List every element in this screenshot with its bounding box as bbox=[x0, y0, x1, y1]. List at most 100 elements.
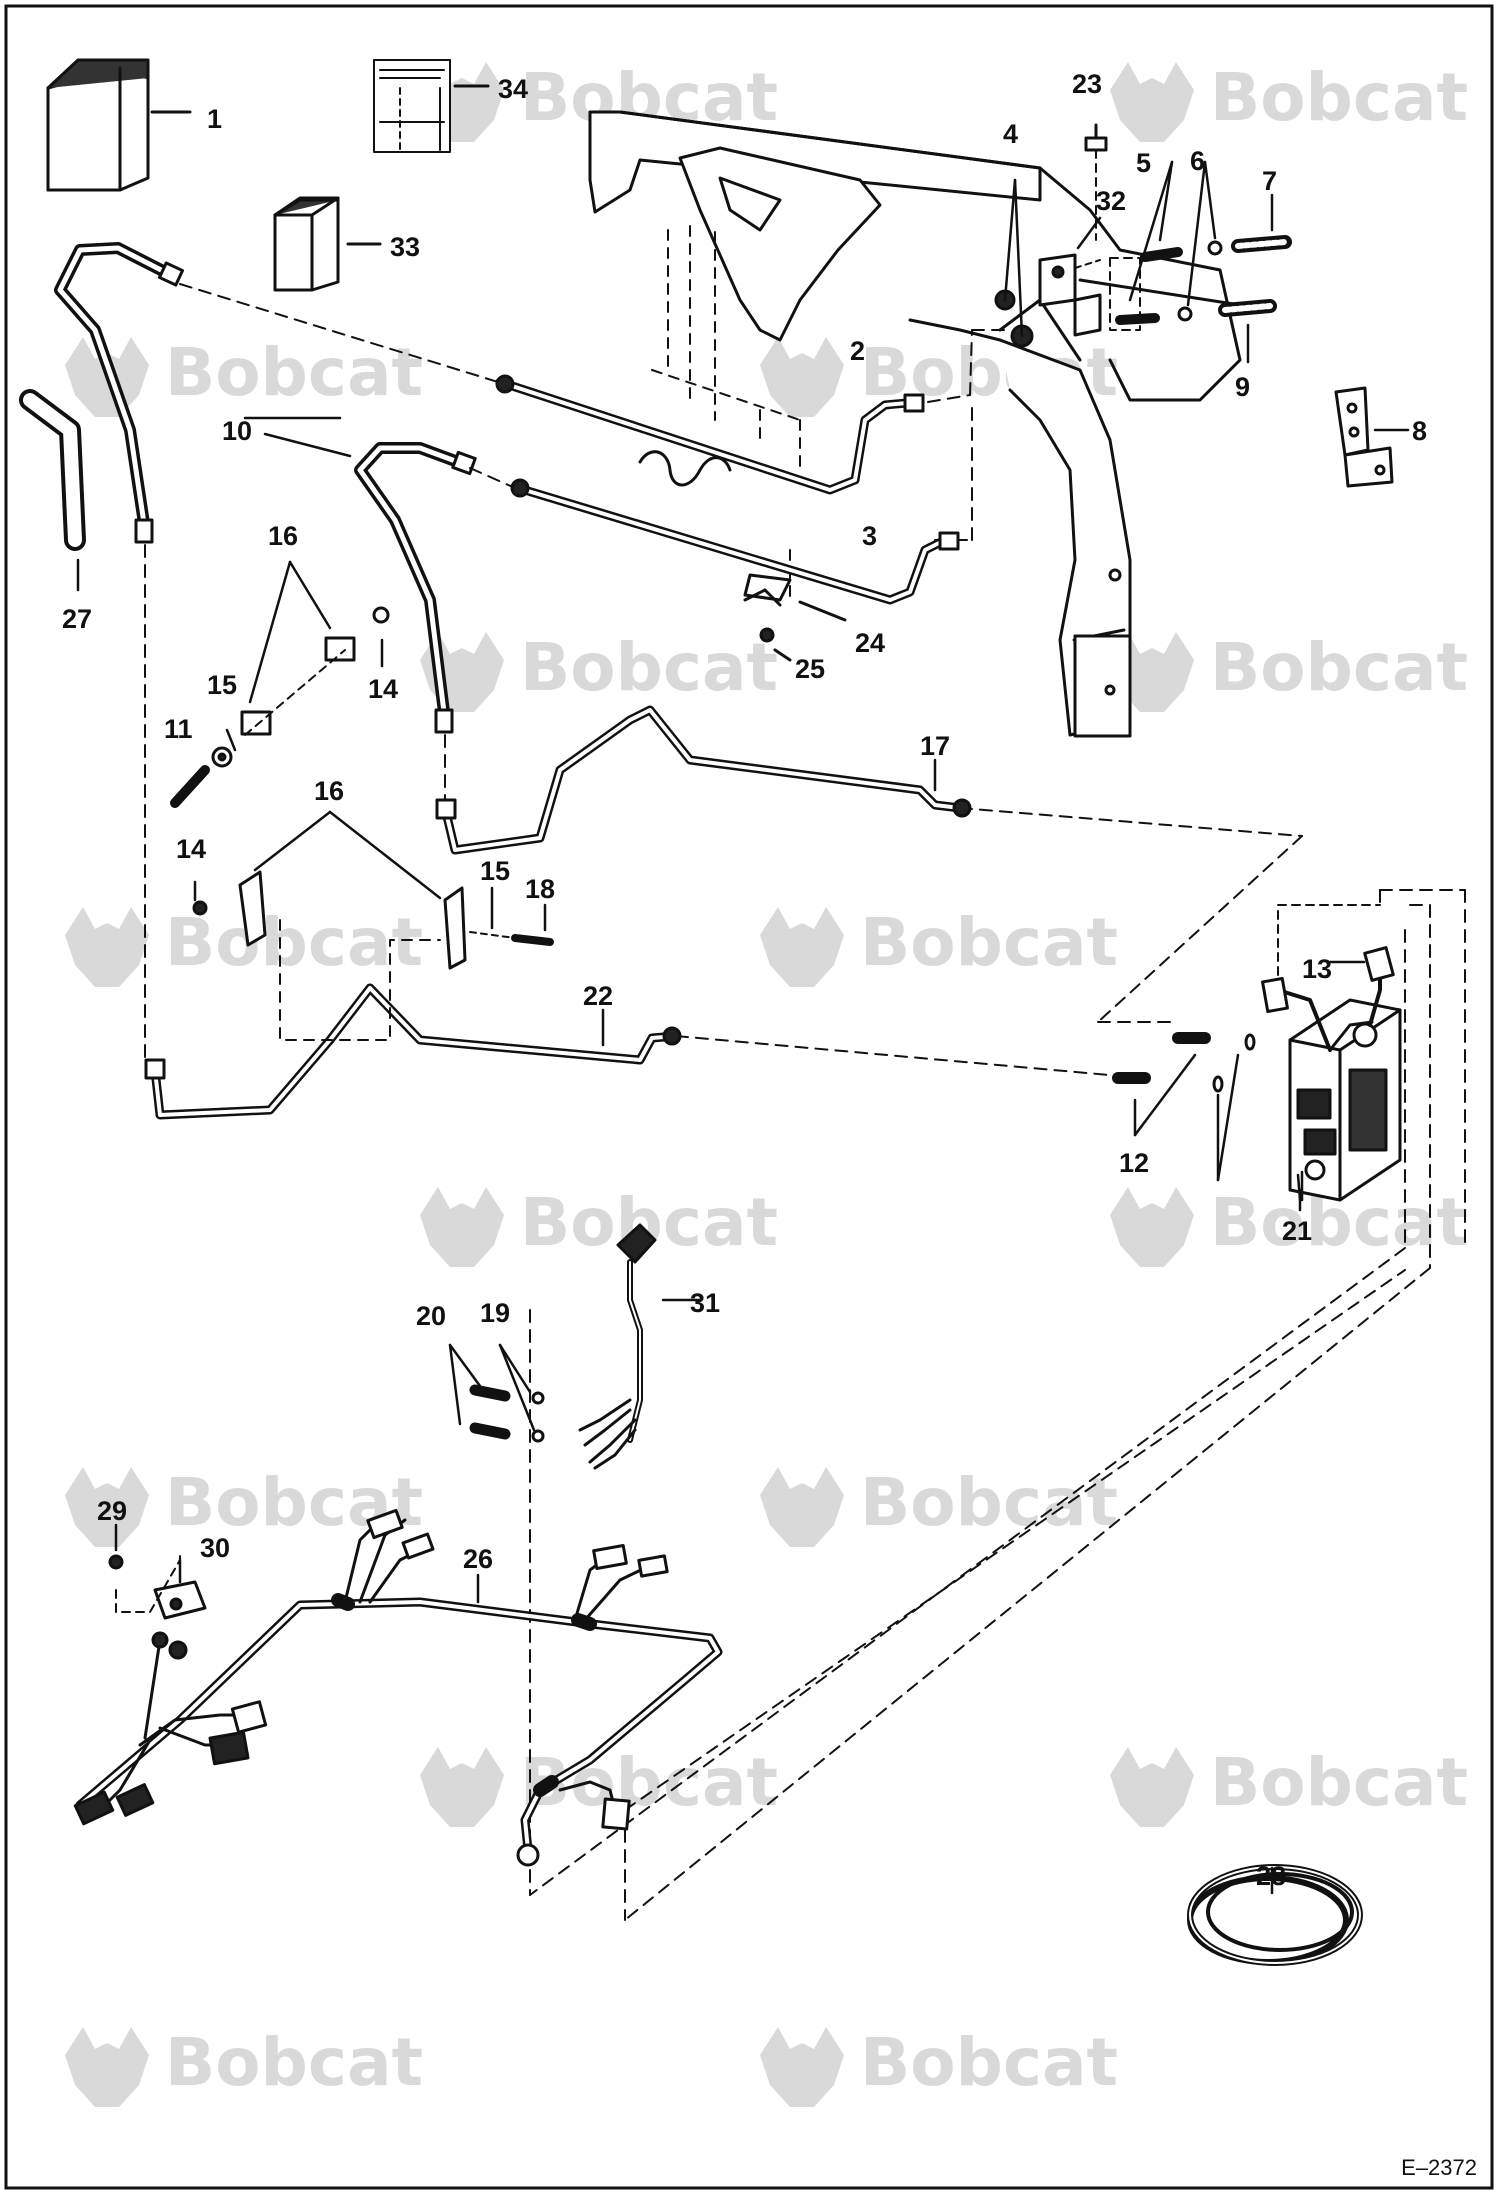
coupler-fittings bbox=[994, 123, 1292, 364]
callout-26: 26 bbox=[463, 1544, 493, 1574]
callout-8: 8 bbox=[1412, 416, 1427, 446]
watermark-13: Bobcat bbox=[1110, 1744, 1468, 1827]
part-33-box bbox=[273, 196, 382, 292]
part-28-coiled-cable bbox=[1187, 1864, 1363, 1966]
callout-22: 22 bbox=[583, 981, 613, 1011]
callout-labels: 1 2 3 4 5 6 7 8 9 10 11 12 13 14 14 15 1… bbox=[62, 69, 1427, 1891]
loader-frame bbox=[588, 110, 1242, 738]
parts-19-20-terminals bbox=[448, 1343, 545, 1443]
page-border bbox=[4, 4, 1494, 2190]
callout-15: 15 bbox=[207, 670, 237, 700]
callout-7: 7 bbox=[1262, 166, 1277, 196]
watermark-text: Bobcat bbox=[165, 334, 423, 411]
callout-28: 28 bbox=[1256, 1861, 1286, 1891]
callout-1: 1 bbox=[207, 104, 222, 134]
callout-34: 34 bbox=[498, 74, 528, 104]
watermark-logo-icon bbox=[1110, 1747, 1194, 1827]
parts-12-6-fittings bbox=[1112, 960, 1366, 1202]
callout-19: 19 bbox=[480, 1298, 510, 1328]
part-8-bracket bbox=[1334, 386, 1410, 488]
watermark-text: Bobcat bbox=[165, 2024, 423, 2101]
part-10-hose-left bbox=[54, 242, 185, 544]
watermark-logo-icon bbox=[65, 2027, 149, 2107]
callout-6: 6 bbox=[1190, 146, 1205, 176]
callout-15-b: 15 bbox=[480, 856, 510, 886]
part-17-tube bbox=[435, 705, 972, 855]
callout-5: 5 bbox=[1136, 148, 1151, 178]
part-16-clamp-upper bbox=[170, 560, 390, 808]
callout-23: 23 bbox=[1072, 69, 1102, 99]
watermark-logo-icon bbox=[65, 1467, 149, 1547]
watermark-logo-icon bbox=[1110, 1187, 1194, 1267]
part-21-valve bbox=[1261, 904, 1402, 1212]
callout-32: 32 bbox=[1096, 186, 1126, 216]
watermark-text: Bobcat bbox=[1210, 629, 1468, 706]
callout-14-b: 14 bbox=[176, 834, 206, 864]
callout-16-b: 16 bbox=[314, 776, 344, 806]
callout-16: 16 bbox=[268, 521, 298, 551]
callout-27: 27 bbox=[62, 604, 92, 634]
callout-30: 30 bbox=[200, 1533, 230, 1563]
callout-12: 12 bbox=[1119, 1148, 1149, 1178]
part-31-switch-harness bbox=[578, 1223, 702, 1470]
watermark-5: Bobcat bbox=[1110, 629, 1468, 712]
part-2-tube bbox=[495, 374, 925, 495]
watermark-11: Bobcat bbox=[760, 1464, 1118, 1547]
callout-9: 9 bbox=[1235, 372, 1250, 402]
part-3-tube bbox=[510, 478, 960, 605]
callout-31: 31 bbox=[690, 1288, 720, 1318]
callout-33: 33 bbox=[390, 232, 420, 262]
callout-20: 20 bbox=[416, 1301, 446, 1331]
callout-24: 24 bbox=[855, 628, 885, 658]
watermark-logo-icon bbox=[65, 907, 149, 987]
callout-18: 18 bbox=[525, 874, 555, 904]
callout-4: 4 bbox=[1003, 119, 1018, 149]
part-26-wire-harness bbox=[73, 1508, 723, 1867]
connection-dashes bbox=[144, 283, 1466, 1921]
part-22-tube bbox=[144, 919, 682, 1120]
callout-13: 13 bbox=[1302, 954, 1332, 984]
callout-3: 3 bbox=[862, 521, 877, 551]
watermark-text: Bobcat bbox=[165, 904, 423, 981]
watermark-text: Bobcat bbox=[860, 1464, 1118, 1541]
watermark-logo-icon bbox=[1110, 62, 1194, 142]
drawing-reference-number: E–2372 bbox=[1401, 2155, 1477, 2180]
watermark-8: Bobcat bbox=[420, 1184, 778, 1267]
frame-hidden-lines bbox=[651, 225, 801, 601]
parts-29-30-plate bbox=[108, 1523, 207, 1620]
watermark-text: Bobcat bbox=[860, 904, 1118, 981]
callout-25: 25 bbox=[795, 654, 825, 684]
watermark-7: Bobcat bbox=[760, 904, 1118, 987]
watermark-text: Bobcat bbox=[860, 2024, 1118, 2101]
watermark-1: Bobcat bbox=[1110, 59, 1468, 142]
callout-10: 10 bbox=[222, 416, 252, 446]
part-34-decal-sheet bbox=[373, 59, 490, 153]
part-10-hose-right bbox=[243, 416, 477, 734]
mounting-brackets bbox=[638, 450, 847, 662]
callout-21: 21 bbox=[1282, 1216, 1312, 1246]
watermark-logo-icon bbox=[760, 337, 844, 417]
watermark-text: Bobcat bbox=[520, 629, 778, 706]
watermark-logo-icon bbox=[420, 1187, 504, 1267]
callout-17: 17 bbox=[920, 731, 950, 761]
watermark-6: Bobcat bbox=[65, 904, 423, 987]
watermark-14: Bobcat bbox=[65, 2024, 423, 2107]
watermark-4: Bobcat bbox=[420, 629, 778, 712]
part-27-hose-end bbox=[19, 389, 86, 592]
callout-29: 29 bbox=[97, 1496, 127, 1526]
callout-2: 2 bbox=[850, 336, 865, 366]
watermark-text: Bobcat bbox=[1210, 1744, 1468, 1821]
callout-11: 11 bbox=[164, 714, 193, 744]
watermark-text: Bobcat bbox=[520, 1184, 778, 1261]
watermark-12: Bobcat bbox=[420, 1744, 778, 1827]
part-1-manual-box bbox=[46, 58, 192, 192]
watermark-text: Bobcat bbox=[1210, 59, 1468, 136]
part-16-clamp-lower bbox=[192, 810, 554, 970]
watermark-logo-icon bbox=[760, 2027, 844, 2107]
watermark-logo-icon bbox=[760, 907, 844, 987]
callout-14: 14 bbox=[368, 674, 398, 704]
watermark-logo-icon bbox=[760, 1467, 844, 1547]
watermark-15: Bobcat bbox=[760, 2024, 1118, 2107]
watermark-logo-icon bbox=[420, 1747, 504, 1827]
